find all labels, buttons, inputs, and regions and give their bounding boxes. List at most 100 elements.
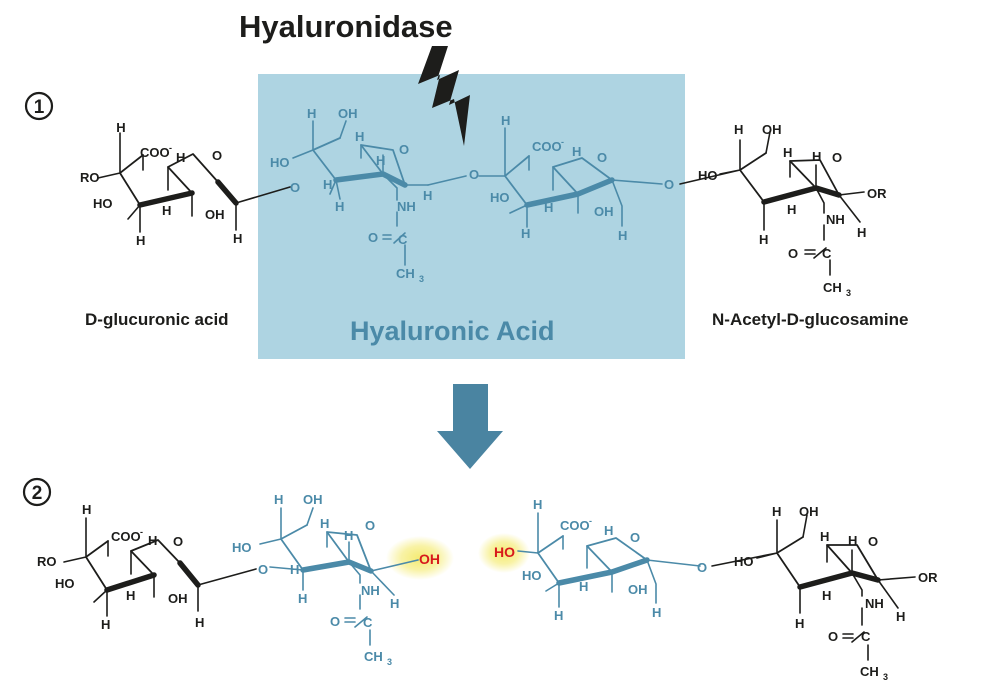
svg-text:H: H <box>652 605 661 620</box>
svg-text:HO: HO <box>270 155 290 170</box>
svg-text:H: H <box>772 504 781 519</box>
svg-text:HO: HO <box>232 540 252 555</box>
svg-text:RO: RO <box>37 554 57 569</box>
svg-text:H: H <box>848 533 857 548</box>
svg-text:H: H <box>136 233 145 248</box>
svg-text:C: C <box>822 246 832 261</box>
svg-text:H: H <box>572 144 581 159</box>
cleaved-hydroxyl-right: HO <box>494 544 515 560</box>
svg-text:3: 3 <box>387 657 392 667</box>
svg-text:H: H <box>820 529 829 544</box>
svg-text:OH: OH <box>762 122 782 137</box>
svg-text:OH: OH <box>303 492 323 507</box>
svg-text:-: - <box>140 527 143 537</box>
svg-text:OH: OH <box>205 207 225 222</box>
svg-text:H: H <box>759 232 768 247</box>
svg-text:O: O <box>597 150 607 165</box>
svg-text:HO: HO <box>522 568 542 583</box>
svg-text:RO: RO <box>80 170 100 185</box>
n-acetyl-d-glucosamine-label: N-Acetyl-D-glucosamine <box>712 310 908 329</box>
svg-text:O: O <box>788 246 798 261</box>
enzyme-label: Hyaluronidase <box>239 9 453 44</box>
hyaluronic-acid-label: Hyaluronic Acid <box>350 316 555 346</box>
svg-text:HO: HO <box>734 554 754 569</box>
svg-text:O: O <box>399 142 409 157</box>
svg-text:H: H <box>162 203 171 218</box>
svg-text:COO: COO <box>140 145 170 160</box>
svg-text:2: 2 <box>32 483 43 504</box>
svg-text:CH: CH <box>860 664 879 679</box>
svg-text:H: H <box>533 497 542 512</box>
svg-text:H: H <box>579 579 588 594</box>
svg-text:H: H <box>148 533 157 548</box>
row1-hyaluronic-glucuronic-ring: H COO - H O HO H OH H H O <box>478 113 674 243</box>
cleavage-glow-right <box>478 533 530 573</box>
svg-text:O: O <box>630 530 640 545</box>
svg-text:H: H <box>335 199 344 214</box>
svg-text:H: H <box>344 528 353 543</box>
svg-text:OH: OH <box>594 204 614 219</box>
cleaved-hydroxyl-left: OH <box>419 551 440 567</box>
svg-text:H: H <box>734 122 743 137</box>
svg-text:COO: COO <box>532 139 562 154</box>
svg-text:O: O <box>258 562 268 577</box>
step-marker-1: 1 <box>24 91 54 121</box>
svg-text:C: C <box>398 232 408 247</box>
svg-text:O: O <box>868 534 878 549</box>
svg-text:H: H <box>783 145 792 160</box>
svg-text:HO: HO <box>55 576 75 591</box>
row1-glucuronic-acid-ring: H COO - RO H O HO H OH H H <box>80 120 291 248</box>
svg-text:H: H <box>554 608 563 623</box>
svg-text:COO: COO <box>111 529 141 544</box>
svg-text:H: H <box>195 615 204 630</box>
svg-text:H: H <box>812 149 821 164</box>
lightning-bolt-icon <box>418 46 470 146</box>
svg-text:3: 3 <box>419 274 424 284</box>
row2-hyaluronic-nag-ring: H OH HO H H O O H H NH H O C CH 3 OH <box>232 492 440 667</box>
svg-text:O: O <box>212 148 222 163</box>
svg-text:H: H <box>101 617 110 632</box>
svg-text:OH: OH <box>628 582 648 597</box>
row2-hyaluronic-glucuronic-ring: H COO - H O HO H OH H H O HO <box>494 497 707 623</box>
svg-text:CH: CH <box>364 649 383 664</box>
row2-glucuronic-acid-ring: H COO - H O RO HO H OH H H <box>37 502 257 632</box>
svg-text:H: H <box>618 228 627 243</box>
svg-text:NH: NH <box>361 583 380 598</box>
svg-text:OH: OH <box>799 504 819 519</box>
svg-text:NH: NH <box>865 596 884 611</box>
svg-text:H: H <box>787 202 796 217</box>
svg-text:NH: NH <box>826 212 845 227</box>
svg-text:H: H <box>290 562 299 577</box>
svg-text:H: H <box>323 177 332 192</box>
svg-text:H: H <box>544 200 553 215</box>
svg-text:3: 3 <box>846 288 851 298</box>
svg-text:OH: OH <box>338 106 358 121</box>
row2-nag-ring: H OH HO H H O H NH OR H H O C CH 3 <box>711 504 938 682</box>
svg-text:H: H <box>521 226 530 241</box>
svg-text:CH: CH <box>396 266 415 281</box>
svg-text:H: H <box>233 231 242 246</box>
hyaluronic-acid-box <box>258 74 685 359</box>
svg-text:H: H <box>355 129 364 144</box>
svg-text:1: 1 <box>34 97 45 118</box>
svg-text:H: H <box>857 225 866 240</box>
svg-text:O: O <box>832 150 842 165</box>
cleavage-glow-left <box>386 536 454 580</box>
svg-text:H: H <box>307 106 316 121</box>
step-marker-2: 2 <box>22 477 52 507</box>
svg-text:H: H <box>501 113 510 128</box>
svg-text:NH: NH <box>397 199 416 214</box>
svg-text:O: O <box>173 534 183 549</box>
svg-text:O: O <box>330 614 340 629</box>
svg-text:OR: OR <box>867 186 887 201</box>
svg-text:HO: HO <box>490 190 510 205</box>
svg-text:H: H <box>176 150 185 165</box>
svg-text:H: H <box>423 188 432 203</box>
row1-hyaluronic-nag-ring: H OH HO H O H O H H NH H O C CH 3 O <box>270 106 479 284</box>
svg-text:O: O <box>828 629 838 644</box>
svg-text:C: C <box>861 629 871 644</box>
svg-text:OH: OH <box>168 591 188 606</box>
svg-text:HO: HO <box>93 196 113 211</box>
svg-text:H: H <box>320 516 329 531</box>
svg-text:O: O <box>290 180 300 195</box>
